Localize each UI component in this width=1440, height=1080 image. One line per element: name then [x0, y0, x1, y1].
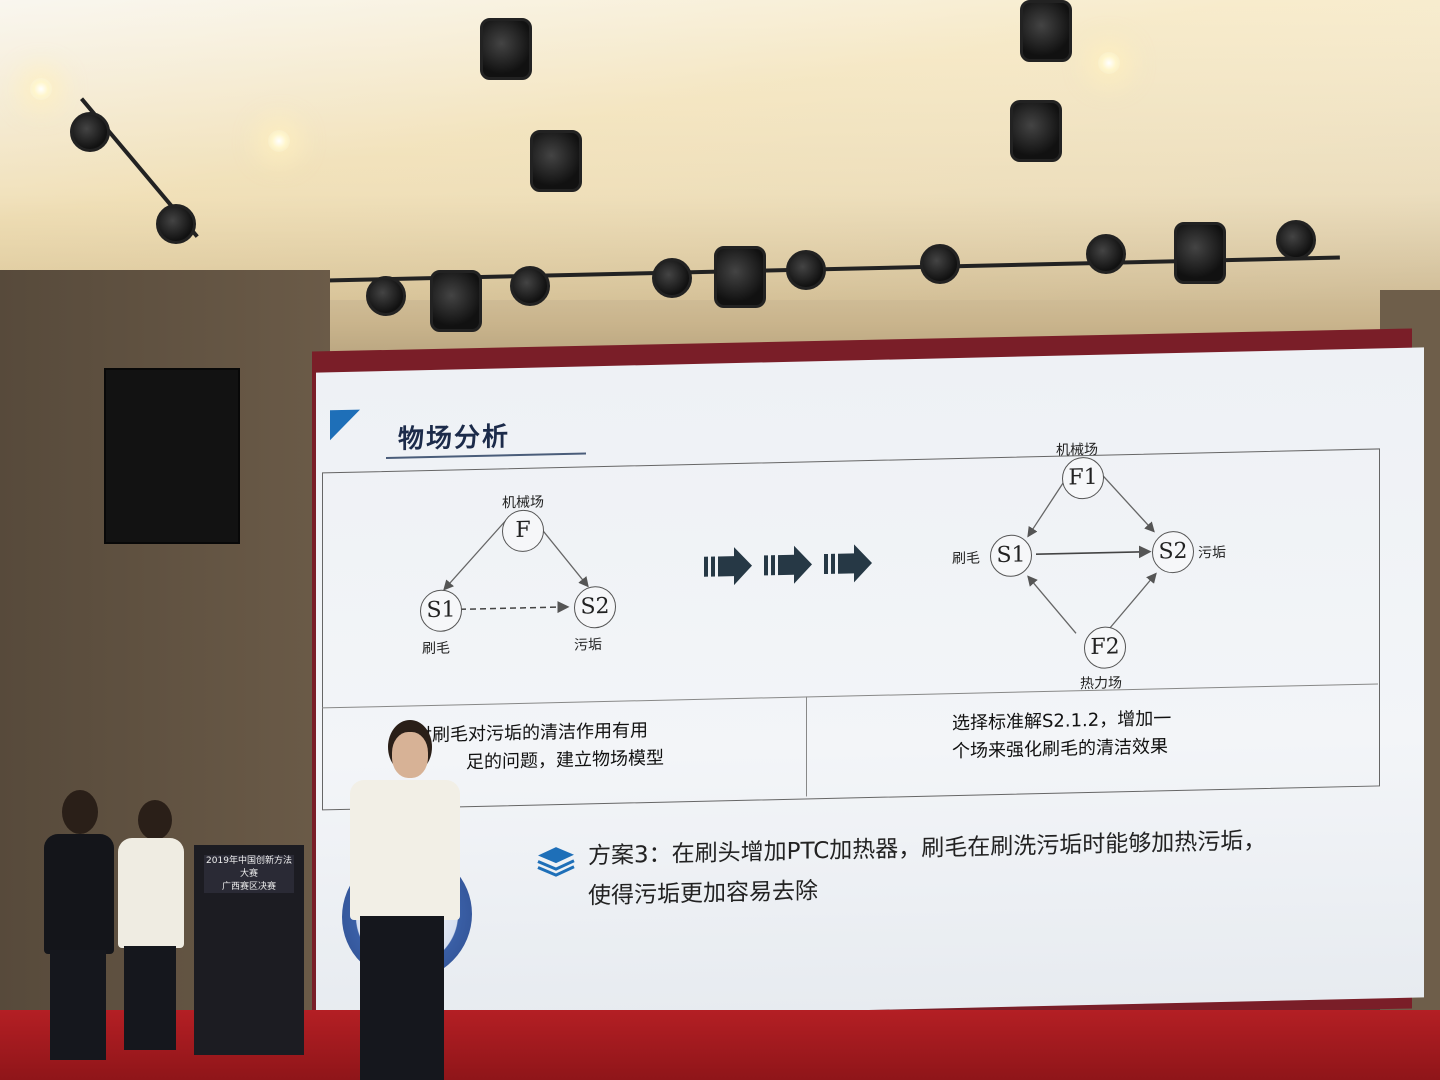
layers-icon: [537, 847, 575, 877]
right-s2-label: 污垢: [1198, 544, 1226, 562]
team-member: [110, 800, 190, 1050]
presentation-slide: 物场分析: [316, 347, 1424, 1023]
solution-text: 方案3：在刷头增加PTC加热器，刷毛在刷洗污垢时能够加热污垢， 使得污垢更加容易…: [536, 818, 1396, 918]
right-f2-to-s1-edge: [1027, 575, 1077, 634]
right-s1-label: 刷毛: [952, 550, 980, 568]
transform-arrow-1: [704, 547, 752, 586]
left-s1-to-s2-dashed-edge: [460, 601, 570, 614]
stage-light: [366, 276, 406, 316]
presenter-shirt: [350, 780, 460, 920]
stage-light: [920, 244, 960, 284]
right-f2-label: 热力场: [1080, 675, 1122, 693]
presenter-face: [392, 732, 428, 778]
right-s1-to-s2-edge: [1036, 545, 1152, 559]
team-member-suit: [44, 834, 114, 954]
right-caption: 选择标准解S2.1.2，增加一 个场来强化刷毛的清洁效果: [952, 705, 1171, 766]
transform-arrow-3: [824, 544, 872, 583]
right-f1-to-s1-edge: [1027, 475, 1069, 538]
team-member-trousers: [50, 950, 106, 1060]
stage-light: [530, 130, 582, 192]
team-member-trousers: [124, 946, 176, 1050]
stage-light: [786, 250, 826, 290]
team-member-head: [138, 800, 172, 840]
stage-light: [1086, 234, 1126, 274]
stage-light: [1010, 100, 1062, 162]
right-f1-to-s2-edge: [1101, 474, 1155, 533]
presenter: [320, 720, 460, 1080]
podium-sign-line-2: 广西赛区决赛: [221, 882, 276, 892]
stage-light: [70, 112, 110, 152]
transform-arrow-2: [764, 545, 812, 584]
line-array-speaker: [104, 368, 240, 544]
slide-corner-accent: [330, 409, 360, 441]
team-member-shirt: [118, 838, 184, 948]
right-caption-line-2: 个场来强化刷毛的清洁效果: [952, 736, 1168, 763]
ceiling-downlight: [1098, 52, 1120, 74]
stage-light: [1276, 220, 1316, 260]
right-f2-to-s2-edge: [1105, 572, 1157, 634]
stage-light: [510, 266, 550, 306]
stage-light: [480, 18, 532, 80]
stage-light: [652, 258, 692, 298]
ceiling-downlight: [268, 130, 290, 152]
podium-sign-line-1: 2019年中国创新方法大赛: [206, 856, 292, 879]
stage-light: [1174, 222, 1226, 284]
podium: 2019年中国创新方法大赛 广西赛区决赛: [194, 845, 304, 1055]
left-f-to-s1-edge: [443, 519, 507, 591]
stage-light: [714, 246, 766, 308]
right-top-node-label: 机械场: [1056, 441, 1098, 459]
stage-light: [156, 204, 196, 244]
ceiling-downlight: [30, 78, 52, 100]
presenter-trousers: [360, 916, 444, 1080]
podium-sign: 2019年中国创新方法大赛 广西赛区决赛: [204, 855, 294, 893]
team-member-head: [62, 790, 98, 834]
stage-light: [1020, 0, 1072, 62]
stage-light: [430, 270, 482, 332]
left-s1-label: 刷毛: [422, 640, 450, 658]
left-s2-label: 污垢: [574, 637, 602, 654]
team-member: [30, 790, 120, 1060]
